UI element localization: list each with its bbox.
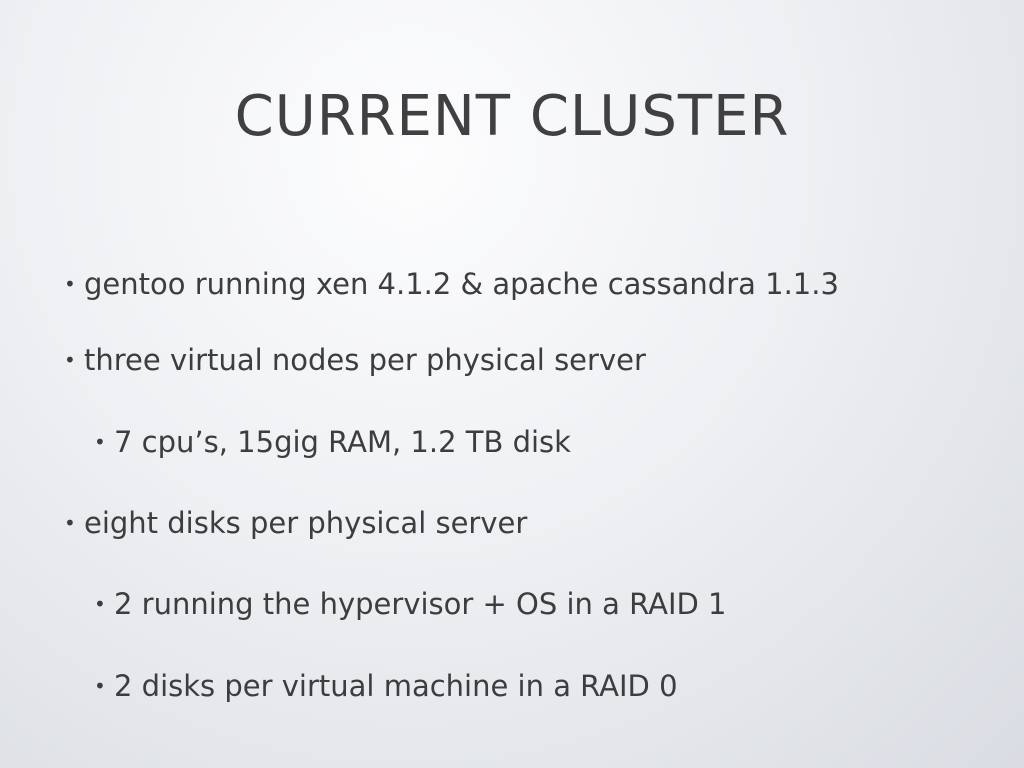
bullet-dot-icon: • <box>94 430 106 454</box>
bullet-dot-icon: • <box>64 511 76 535</box>
bullet-text: three virtual nodes per physical server <box>84 343 646 377</box>
bullet-text: eight disks per physical server <box>84 506 528 540</box>
bullet-text: gentoo running xen 4.1.2 & apache cassan… <box>84 267 839 301</box>
bullet-dot-icon: • <box>94 592 106 616</box>
bullet-item: • three virtual nodes per physical server <box>64 342 646 378</box>
sub-bullet-item: • 7 cpu’s, 15gig RAM, 1.2 TB disk <box>94 424 571 460</box>
bullet-item: • gentoo running xen 4.1.2 & apache cassa… <box>64 266 839 302</box>
bullet-text: 7 cpu’s, 15gig RAM, 1.2 TB disk <box>114 425 571 459</box>
bullet-text: 2 running the hypervisor + OS in a RAID … <box>114 587 727 621</box>
bullet-text: 2 disks per virtual machine in a RAID 0 <box>114 669 678 703</box>
bullet-dot-icon: • <box>64 348 76 372</box>
bullet-item: • eight disks per physical server <box>64 505 527 541</box>
sub-bullet-item: • 2 running the hypervisor + OS in a RAID… <box>94 586 727 622</box>
bullet-dot-icon: • <box>64 272 76 296</box>
sub-bullet-item: • 2 disks per virtual machine in a RAID 0 <box>94 668 678 704</box>
slide-title: CURRENT CLUSTER <box>234 84 790 149</box>
bullet-dot-icon: • <box>94 674 106 698</box>
